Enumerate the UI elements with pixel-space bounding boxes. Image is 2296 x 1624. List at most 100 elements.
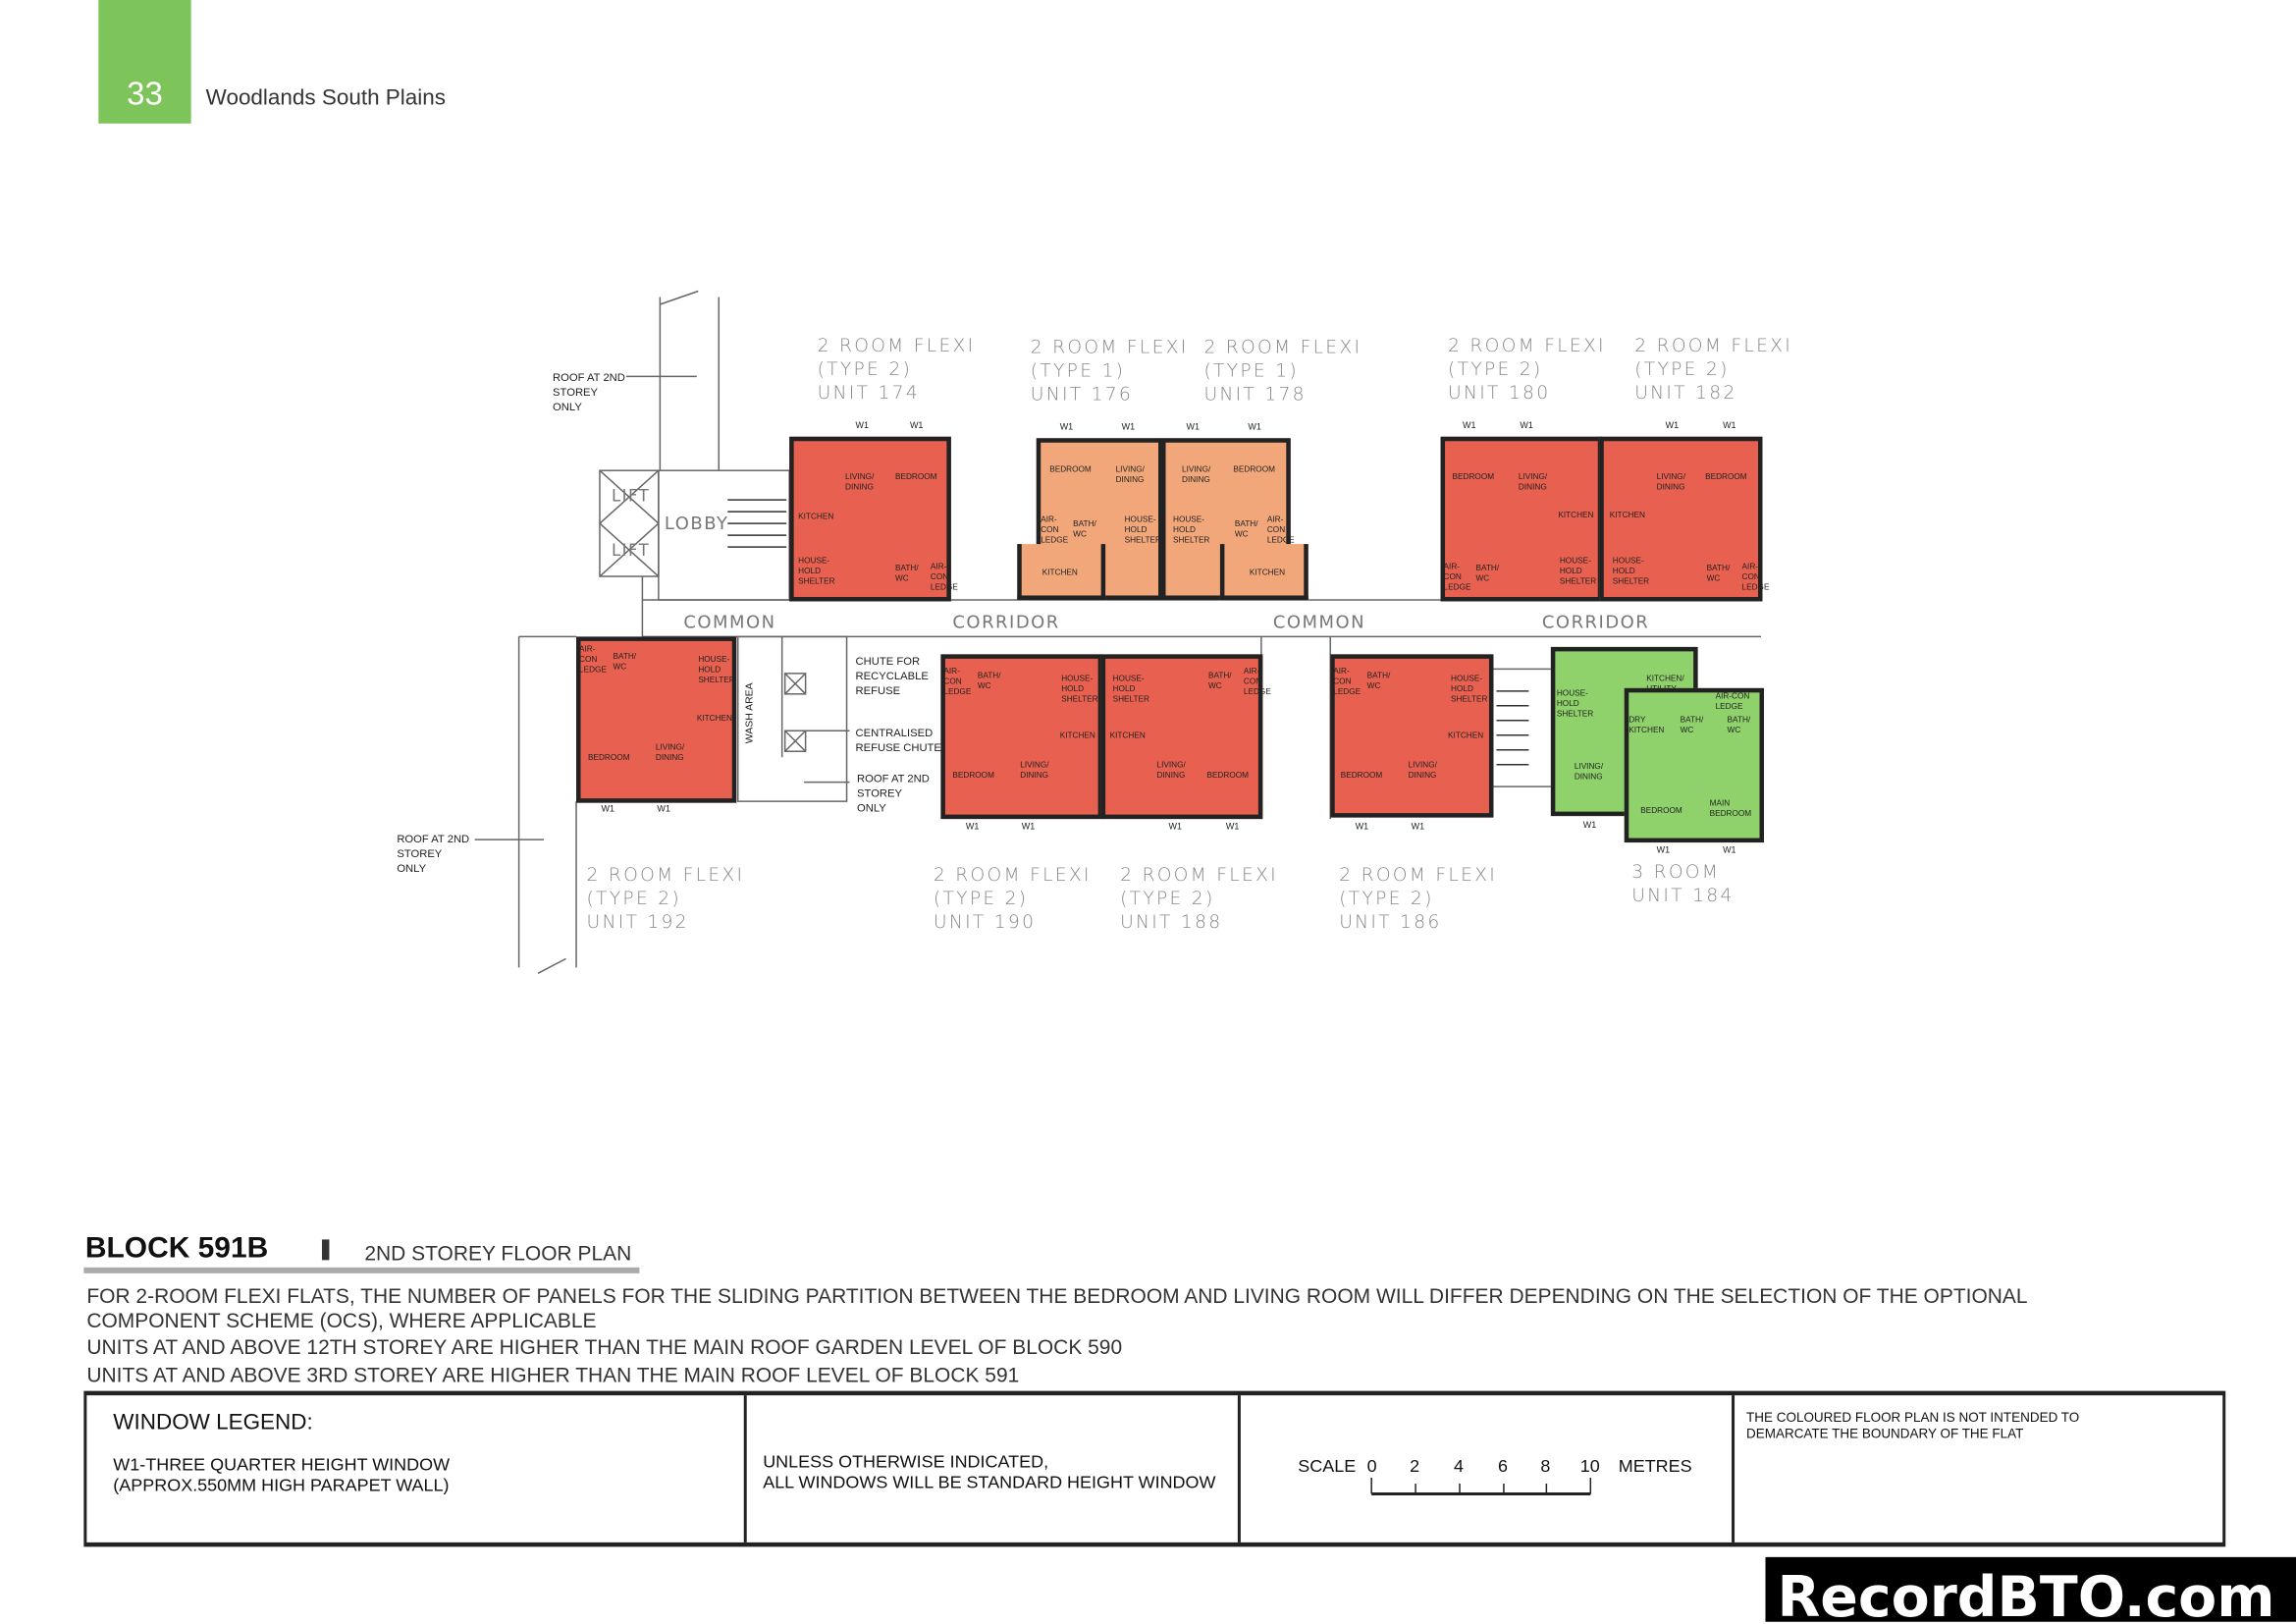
room-label: LIVING/ DINING xyxy=(1156,761,1186,782)
scale-tick: 2 xyxy=(1410,1455,1420,1477)
room-label: KITCHEN xyxy=(1059,731,1095,741)
scale-unit: METRES xyxy=(1618,1455,1692,1477)
window-legend-cell: WINDOW LEGEND: W1-THREE QUARTER HEIGHT W… xyxy=(86,1395,747,1543)
document-title: Woodlands South Plains xyxy=(205,84,446,111)
legend-table: WINDOW LEGEND: W1-THREE QUARTER HEIGHT W… xyxy=(83,1390,2226,1547)
room-label: HOUSE-HOLD SHELTER xyxy=(1556,689,1594,720)
scale-cell: SCALE 0 2 4 6 8 10 METRES xyxy=(1241,1395,1735,1543)
unit-title-180: 2 ROOM FLEXI (TYPE 2) UNIT 180 xyxy=(1448,333,1606,404)
page-number: 33 xyxy=(98,0,191,124)
w1-marker: W1 xyxy=(1355,823,1369,833)
room-label: KITCHEN xyxy=(798,513,834,522)
room-label: BEDROOM xyxy=(1705,473,1747,483)
room-label: HOUSE-HOLD SHELTER xyxy=(798,557,835,587)
room-label: BEDROOM xyxy=(1049,465,1092,475)
scale-label: SCALE xyxy=(1298,1455,1357,1477)
room-label: HOUSE-HOLD SHELTER xyxy=(1559,557,1597,587)
room-label: AIR-CON LEDGE xyxy=(1715,692,1750,712)
w1-marker: W1 xyxy=(1723,846,1736,856)
unit-title-174: 2 ROOM FLEXI (TYPE 2) UNIT 174 xyxy=(817,333,976,404)
w1-marker: W1 xyxy=(1463,421,1476,431)
room-label: BATH/ WC xyxy=(1073,520,1096,540)
unit-title-188: 2 ROOM FLEXI (TYPE 2) UNIT 188 xyxy=(1120,863,1278,933)
block-subtitle: 2ND STOREY FLOOR PLAN xyxy=(364,1240,632,1265)
common-corridor-label: COMMON xyxy=(683,611,776,632)
w1-marker: W1 xyxy=(1225,823,1240,833)
room-label: KITCHEN xyxy=(1109,731,1146,741)
room-label: LIVING/ DINING xyxy=(655,743,685,764)
disclaimer-cell: THE COLOURED FLOOR PLAN IS NOT INTENDED … xyxy=(1735,1395,2222,1543)
room-label: BATH/ WC xyxy=(613,652,637,673)
room-label: BATH/ WC xyxy=(1366,672,1391,691)
room-label: BEDROOM xyxy=(1452,473,1495,483)
w1-marker: W1 xyxy=(1665,421,1680,431)
room-label: LIVING/ DINING xyxy=(1408,761,1437,782)
room-label: KITCHEN xyxy=(1041,568,1078,578)
note: UNITS AT AND ABOVE 12TH STOREY ARE HIGHE… xyxy=(86,1334,1123,1359)
w1-marker: W1 xyxy=(1411,823,1425,833)
w1-marker: W1 xyxy=(657,805,670,815)
common-corridor-label: COMMON xyxy=(1272,611,1366,632)
unit-title-192: 2 ROOM FLEXI (TYPE 2) UNIT 192 xyxy=(586,863,745,933)
standard-window-cell: UNLESS OTHERWISE INDICATED, ALL WINDOWS … xyxy=(747,1395,1241,1543)
room-label: AIR-CON LEDGE xyxy=(930,563,958,593)
room-label: HOUSE-HOLD SHELTER xyxy=(1612,557,1650,587)
roof-label: ROOF AT 2ND STOREY ONLY xyxy=(553,370,625,413)
scale-tick: 8 xyxy=(1540,1455,1551,1477)
scale-tick: 4 xyxy=(1454,1455,1465,1477)
w1-marker: W1 xyxy=(965,823,980,833)
room-label: BATH/ WC xyxy=(1727,716,1751,735)
room-label: BEDROOM xyxy=(1640,807,1682,817)
room-label: AIR-CON LEDGE xyxy=(1266,515,1295,546)
room-label: HOUSE-HOLD SHELTER xyxy=(1112,675,1149,705)
chute-recyclable-label: CHUTE FOR RECYCLABLE REFUSE xyxy=(855,654,929,697)
w1-marker: W1 xyxy=(1656,846,1671,856)
room-label: BEDROOM xyxy=(1340,772,1383,782)
unit-184-bedrooms xyxy=(1624,687,1764,843)
block-title: BLOCK 591B xyxy=(84,1231,269,1265)
note: UNITS AT AND ABOVE 3RD STOREY ARE HIGHER… xyxy=(86,1363,1020,1387)
w1-marker: W1 xyxy=(1186,423,1200,433)
unit-title-184: 3 ROOM UNIT 184 xyxy=(1631,860,1735,906)
unit-title-186: 2 ROOM FLEXI (TYPE 2) UNIT 186 xyxy=(1339,863,1497,933)
common-corridor-label: CORRIDOR xyxy=(952,611,1060,632)
unit-176-kitchen xyxy=(1017,544,1106,600)
unit-190 xyxy=(940,654,1103,820)
title-underline xyxy=(83,1267,640,1273)
w1-marker: W1 xyxy=(1248,423,1261,433)
room-label: AIR-CON LEDGE xyxy=(1741,563,1770,593)
room-label: AIR-CON LEDGE xyxy=(1443,563,1471,593)
room-label: LIVING/ DINING xyxy=(1574,763,1604,783)
w1-marker: W1 xyxy=(1723,421,1736,431)
unit-186 xyxy=(1330,654,1494,818)
window-legend-title: WINDOW LEGEND: xyxy=(113,1410,313,1435)
lift-label: LIFT xyxy=(611,486,651,507)
room-label: MAIN BEDROOM xyxy=(1709,799,1752,820)
room-label: BEDROOM xyxy=(894,473,937,483)
room-label: HOUSE-HOLD SHELTER xyxy=(1124,515,1161,546)
room-label: LIVING/ DINING xyxy=(1656,473,1685,493)
common-corridor-label: CORRIDOR xyxy=(1541,611,1650,632)
room-label: BATH/ WC xyxy=(1680,716,1704,735)
room-label: AIR-CON LEDGE xyxy=(943,667,972,697)
roof-label: ROOF AT 2ND STOREY ONLY xyxy=(857,772,930,815)
room-label: HOUSE-HOLD SHELTER xyxy=(1451,675,1488,705)
room-label: BATH/ WC xyxy=(1207,672,1232,691)
room-label: AIR-CON LEDGE xyxy=(579,645,607,676)
room-label: KITCHEN xyxy=(1448,731,1484,741)
room-label: HOUSE-HOLD SHELTER xyxy=(1061,675,1098,705)
w1-marker: W1 xyxy=(909,421,924,431)
w1-marker: W1 xyxy=(1021,823,1036,833)
w1-description: W1-THREE QUARTER HEIGHT WINDOW xyxy=(113,1454,451,1475)
room-label: BATH/ WC xyxy=(977,672,1001,691)
disclaimer: THE COLOURED FLOOR PLAN IS NOT INTENDED … xyxy=(1746,1410,2080,1441)
room-label: BATH/ WC xyxy=(1475,565,1500,584)
unit-title-190: 2 ROOM FLEXI (TYPE 2) UNIT 190 xyxy=(933,863,1092,933)
w1-description: (APPROX.550MM HIGH PARAPET WALL) xyxy=(113,1474,450,1495)
room-label: KITCHEN/ UTILITY xyxy=(1646,675,1684,694)
room-label: LIVING/ DINING xyxy=(1115,465,1145,486)
unit-188 xyxy=(1100,654,1263,820)
room-label: AIR-CON LEDGE xyxy=(1041,515,1069,546)
room-label: KITCHEN xyxy=(1609,512,1645,521)
